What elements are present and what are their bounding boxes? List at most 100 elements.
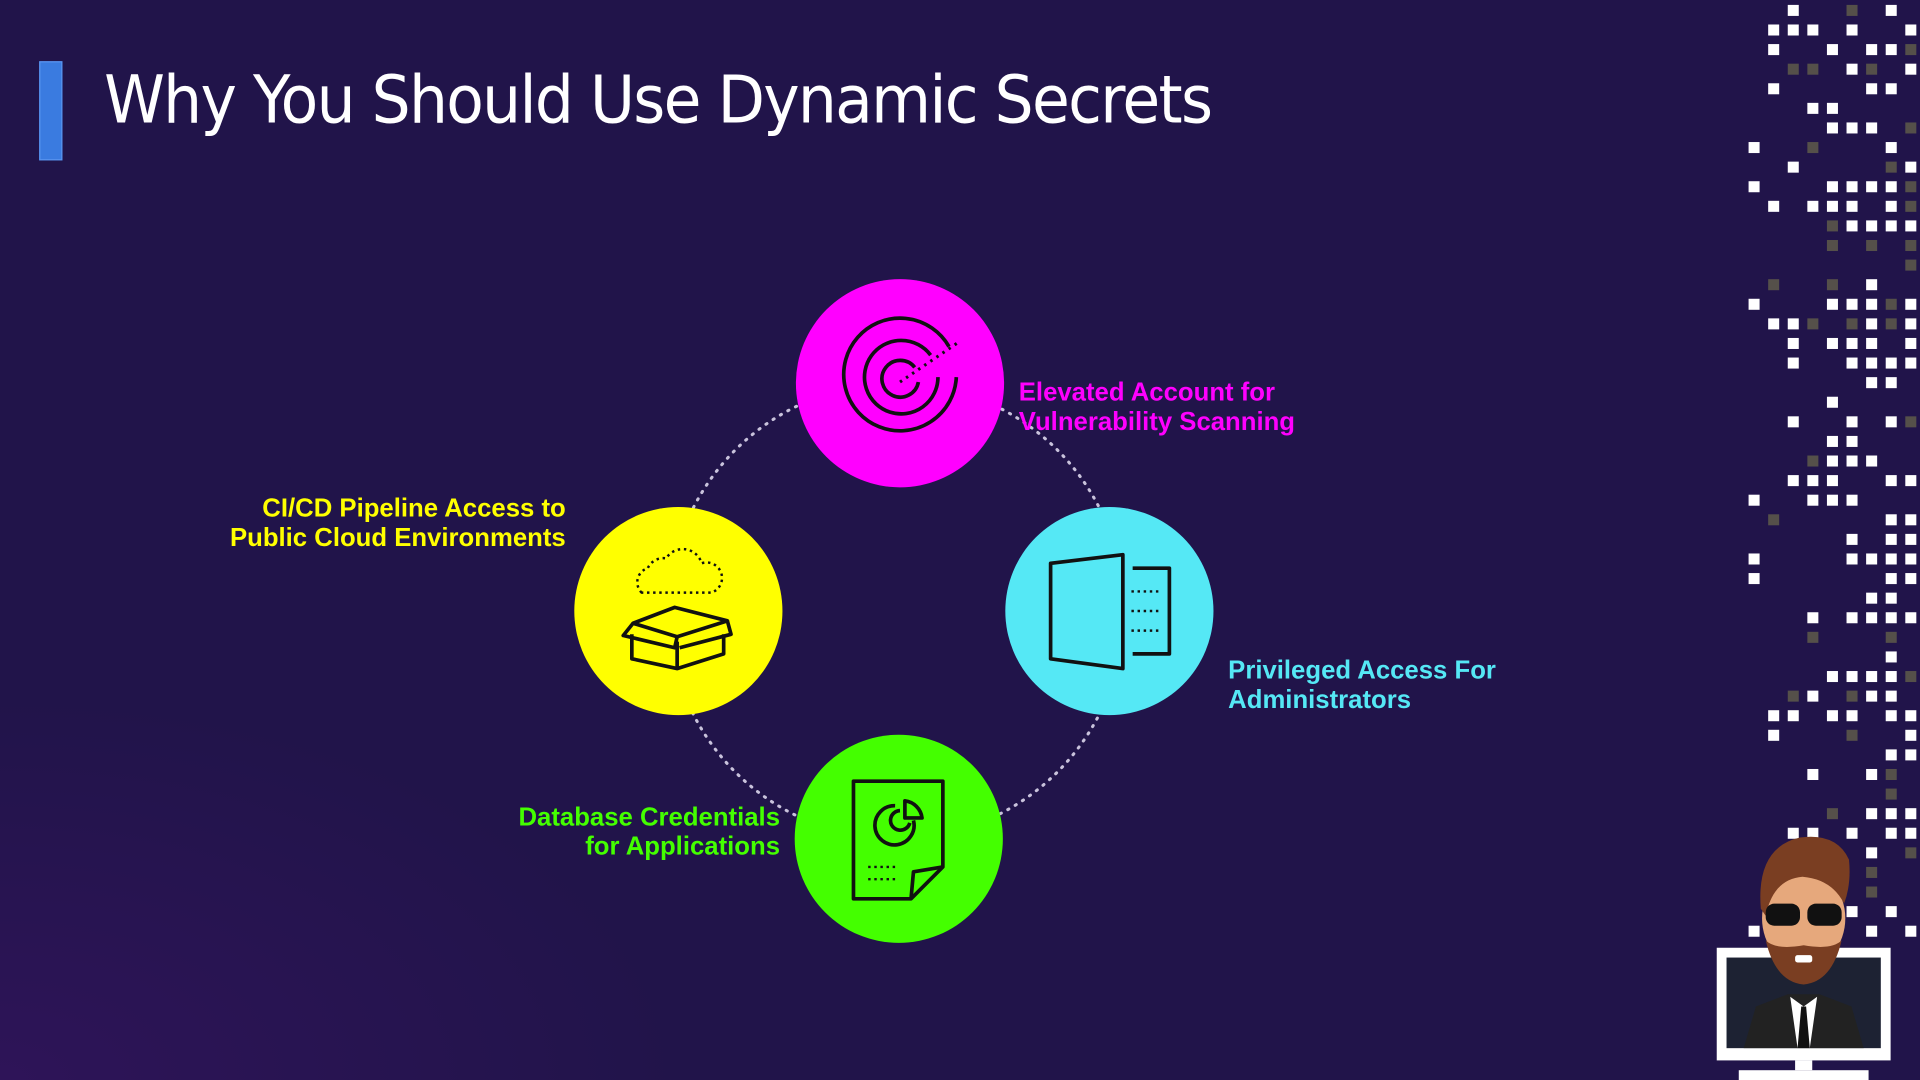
pixel-square	[1885, 592, 1897, 604]
pixel-square	[1826, 200, 1838, 212]
pixel-square	[1846, 298, 1858, 310]
pixel-square	[1787, 24, 1799, 36]
pixel-square	[1905, 925, 1917, 937]
title-accent-bar	[39, 61, 63, 161]
pixel-square	[1885, 612, 1897, 624]
pixel-square	[1787, 475, 1799, 487]
pixel-square	[1846, 63, 1858, 75]
pixel-square	[1885, 181, 1897, 193]
pixel-square	[1866, 337, 1878, 349]
pixel-square	[1905, 475, 1917, 487]
pixel-square	[1768, 83, 1780, 95]
pixel-square	[1846, 200, 1858, 212]
pixel-square	[1866, 553, 1878, 565]
pixel-square	[1905, 514, 1917, 526]
pixel-square	[1885, 220, 1897, 232]
pixel-square	[1826, 808, 1838, 820]
pixel-square	[1905, 318, 1917, 330]
pixel-square	[1866, 455, 1878, 467]
pixel-square	[1826, 220, 1838, 232]
pixel-square	[1846, 4, 1858, 16]
pixel-square	[1807, 690, 1819, 702]
pixel-square	[1826, 475, 1838, 487]
pixel-square	[1905, 808, 1917, 820]
pixel-square	[1866, 886, 1878, 898]
pixel-square	[1826, 44, 1838, 56]
item-circle-database-credentials	[794, 734, 1003, 943]
pixel-square	[1826, 298, 1838, 310]
pixel-square	[1866, 181, 1878, 193]
pixel-square	[1807, 475, 1819, 487]
pixel-square	[1826, 435, 1838, 447]
pixel-square	[1807, 768, 1819, 781]
pixel-square	[1885, 906, 1897, 918]
label-line: Public Cloud Environments	[229, 524, 566, 553]
pixel-square	[1826, 279, 1838, 291]
pixel-square	[1866, 83, 1878, 95]
pixel-square	[1807, 142, 1819, 154]
pixel-square	[1748, 573, 1760, 585]
pixel-square	[1807, 827, 1819, 839]
item-label-cicd-pipeline: CI/CD Pipeline Access to Public Cloud En…	[201, 495, 566, 554]
pixel-square	[1866, 592, 1878, 604]
pixel-square	[1807, 102, 1819, 114]
pixel-square	[1885, 200, 1897, 212]
pixel-square	[1866, 690, 1878, 702]
pixel-square	[1768, 514, 1780, 526]
item-circle-cicd-pipeline	[574, 506, 783, 716]
pixel-square	[1807, 200, 1819, 212]
pixel-square	[1905, 416, 1917, 428]
pixel-square	[1905, 220, 1917, 232]
pixel-square	[1846, 729, 1858, 741]
pixel-square	[1826, 102, 1838, 114]
target-radar-icon	[841, 316, 959, 433]
pixel-square	[1787, 710, 1799, 722]
pixel-square	[1905, 24, 1917, 36]
pixel-square	[1885, 808, 1897, 820]
pixel-square	[1787, 337, 1799, 349]
pixel-square	[1885, 827, 1897, 839]
pixel-square	[1905, 847, 1917, 859]
pixel-square	[1885, 44, 1897, 56]
pixel-square	[1905, 573, 1917, 585]
pixel-square	[1885, 768, 1897, 781]
pixel-square	[1768, 318, 1780, 330]
pixel-square	[1787, 690, 1799, 702]
item-circle-privileged-access	[1005, 506, 1214, 716]
pixel-square	[1866, 318, 1878, 330]
pixel-square	[1846, 827, 1858, 839]
pixel-square	[1768, 24, 1780, 36]
pixel-square	[1807, 455, 1819, 467]
pixel-square	[1787, 161, 1799, 173]
cloud-box-icon	[621, 547, 733, 671]
pixel-square	[1885, 298, 1897, 310]
pixel-square	[1885, 533, 1897, 545]
pixel-square	[1807, 494, 1819, 506]
item-label-vulnerability-scanning: Elevated Account for Vulnerability Scann…	[1019, 378, 1295, 437]
item-circle-vulnerability-scanning	[795, 279, 1005, 488]
label-line: Privileged Access For	[1228, 656, 1496, 685]
pixel-square	[1905, 44, 1917, 56]
pixel-square	[1748, 181, 1760, 193]
label-line: Administrators	[1228, 685, 1412, 714]
pixel-square	[1866, 122, 1878, 134]
pixel-square	[1826, 396, 1838, 408]
pixel-square	[1846, 435, 1858, 447]
pixel-square	[1768, 729, 1780, 741]
pixel-square	[1905, 553, 1917, 565]
pixel-square	[1885, 416, 1897, 428]
presenter-avatar	[1716, 836, 1891, 1080]
pixel-square	[1885, 671, 1897, 683]
pixel-square	[1748, 925, 1760, 937]
pixel-square	[1885, 788, 1897, 800]
label-line: Elevated Account for	[1018, 378, 1276, 407]
pixel-square	[1787, 318, 1799, 330]
pixel-square	[1787, 63, 1799, 75]
document-chart-icon	[851, 779, 945, 901]
pixel-square	[1866, 279, 1878, 291]
pixel-square	[1905, 122, 1917, 134]
open-door-icon	[1048, 552, 1172, 671]
pixel-square	[1905, 240, 1917, 252]
pixel-square	[1787, 416, 1799, 428]
pixel-square	[1787, 357, 1799, 369]
